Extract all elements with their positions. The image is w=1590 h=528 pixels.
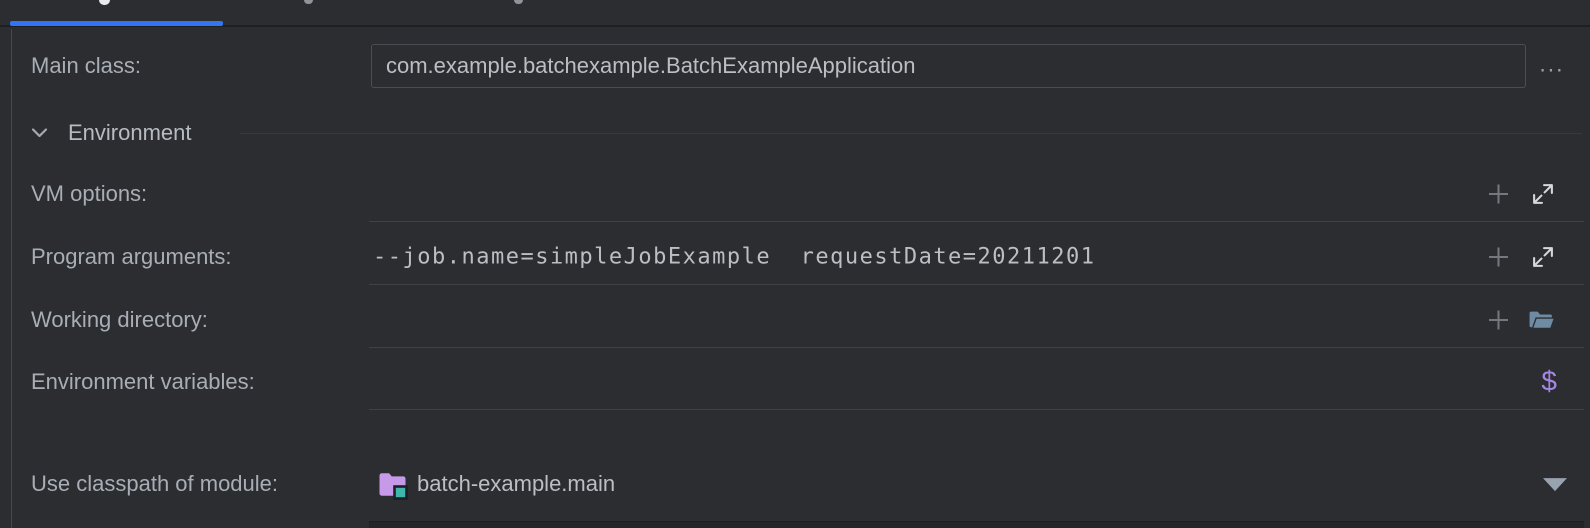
chevron-down-icon[interactable] — [31, 127, 48, 139]
main-class-input[interactable] — [371, 44, 1526, 88]
classpath-module-value: batch-example.main — [417, 471, 616, 496]
add-icon[interactable] — [1487, 183, 1510, 206]
expand-field-icon[interactable] — [1531, 182, 1555, 206]
expand-field-icon[interactable] — [1531, 245, 1555, 269]
panel-left-border — [11, 29, 12, 528]
environment-variables-row: Environment variables: $ — [0, 354, 1590, 410]
field-underline — [369, 284, 1584, 285]
tab-label-fragment — [514, 0, 523, 4]
main-class-row: Main class: ... — [0, 44, 1590, 88]
next-field-top-edge — [369, 521, 1584, 528]
tab-label-fragment — [99, 0, 110, 5]
open-folder-icon[interactable] — [1528, 309, 1555, 331]
program-arguments-label: Program arguments: — [31, 244, 232, 269]
vm-options-label: VM options: — [31, 181, 148, 206]
working-directory-label: Working directory: — [31, 307, 208, 332]
tab-bar — [0, 0, 1590, 27]
program-arguments-input[interactable]: --job.name=simpleJobExample requestDate=… — [373, 244, 1096, 270]
section-separator — [240, 133, 1582, 134]
env-variables-icon[interactable]: $ — [1541, 365, 1557, 397]
field-underline — [369, 409, 1584, 410]
module-folder-icon — [377, 468, 409, 501]
classpath-module-row[interactable]: Use classpath of module: batch-example.m… — [0, 456, 1590, 512]
field-underline — [369, 221, 1584, 222]
dropdown-arrow-icon[interactable] — [1543, 478, 1567, 492]
vm-options-row: VM options: — [0, 166, 1590, 222]
browse-button[interactable]: ... — [1539, 50, 1565, 77]
main-class-label: Main class: — [31, 53, 142, 78]
field-underline — [369, 347, 1584, 348]
classpath-label: Use classpath of module: — [31, 471, 279, 496]
environment-section-header[interactable]: Environment — [0, 118, 1590, 148]
environment-section-title: Environment — [68, 120, 192, 145]
selected-tab-indicator[interactable] — [10, 21, 223, 26]
program-arguments-row: Program arguments: --job.name=simpleJobE… — [0, 229, 1590, 285]
environment-variables-label: Environment variables: — [31, 369, 255, 394]
add-icon[interactable] — [1487, 309, 1510, 332]
working-directory-row: Working directory: — [0, 292, 1590, 348]
tab-label-fragment — [304, 0, 313, 4]
add-icon[interactable] — [1487, 246, 1510, 269]
